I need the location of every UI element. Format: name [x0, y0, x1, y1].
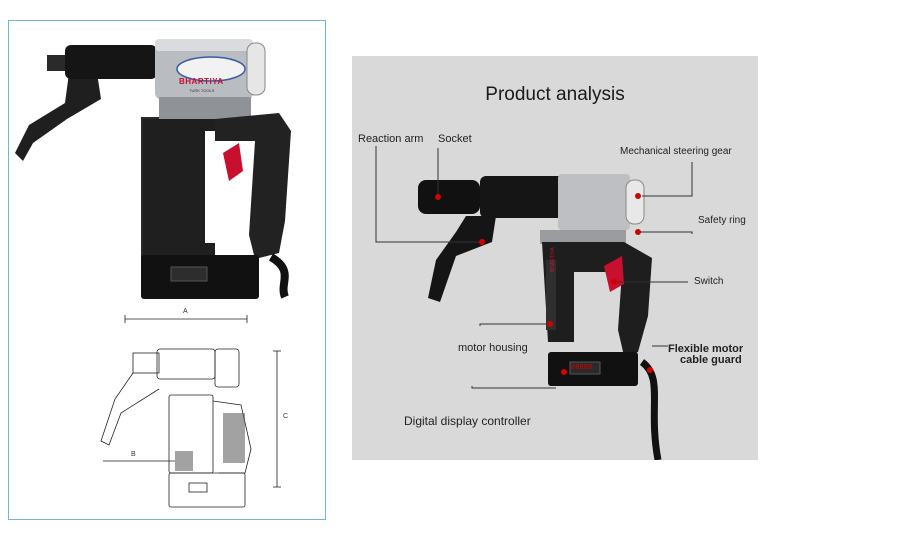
- display-readout: 88888: [571, 363, 593, 371]
- dimension-b: B: [131, 451, 136, 458]
- drawing-fills: [175, 413, 245, 471]
- label-reaction-arm: Reaction arm: [358, 133, 424, 145]
- line-drawing: [100, 315, 281, 508]
- square-drive: [47, 55, 69, 71]
- cable-shape: [639, 359, 662, 460]
- gearbox-shape: [558, 174, 630, 230]
- label-socket: Socket: [438, 133, 472, 145]
- photo-brand-sub: TURK TOOLS: [189, 88, 215, 93]
- label-mechanical-steering-gear: Mechanical steering gear: [620, 146, 732, 157]
- label-flexible-motor: Flexible motor: [668, 343, 744, 355]
- trigger-shape: [604, 256, 624, 292]
- label-safety-ring: Safety ring: [698, 215, 746, 226]
- callout-lines: [375, 146, 693, 389]
- product-illustration: [15, 39, 291, 508]
- trigger-shape: [223, 143, 243, 181]
- socket-body: [65, 45, 157, 79]
- handle-brand: BHARTIYA: [550, 247, 556, 272]
- label-cable-guard: cable guard: [680, 354, 742, 366]
- reaction-arm-shape: [428, 216, 496, 302]
- reaction-arm-shape: [15, 73, 101, 161]
- handle-shape: [542, 242, 652, 356]
- label-motor-housing: motor housing: [458, 342, 528, 354]
- brand-ellipse: [176, 56, 246, 82]
- analysis-illustration: [375, 146, 693, 460]
- product-photo-panel: BHARTIYA TURK TOOLS A C B: [8, 20, 326, 520]
- dimension-a: A: [183, 308, 188, 315]
- photo-display: [170, 266, 208, 282]
- page-title: Product analysis: [485, 84, 625, 105]
- cable-shape: [268, 253, 289, 299]
- label-switch: Switch: [694, 276, 724, 287]
- dimension-c: C: [283, 413, 289, 420]
- callout-dots: [435, 193, 653, 375]
- label-digital-display-controller: Digital display controller: [404, 414, 531, 428]
- socket-shape: [418, 180, 480, 214]
- main-grip: [143, 119, 215, 259]
- end-cap: [246, 42, 266, 96]
- rear-grip: [215, 113, 291, 259]
- product-analysis-panel: Product analysis Reaction arm Socket Mec…: [352, 56, 758, 460]
- photo-brand-label: BHARTIYA: [179, 77, 224, 86]
